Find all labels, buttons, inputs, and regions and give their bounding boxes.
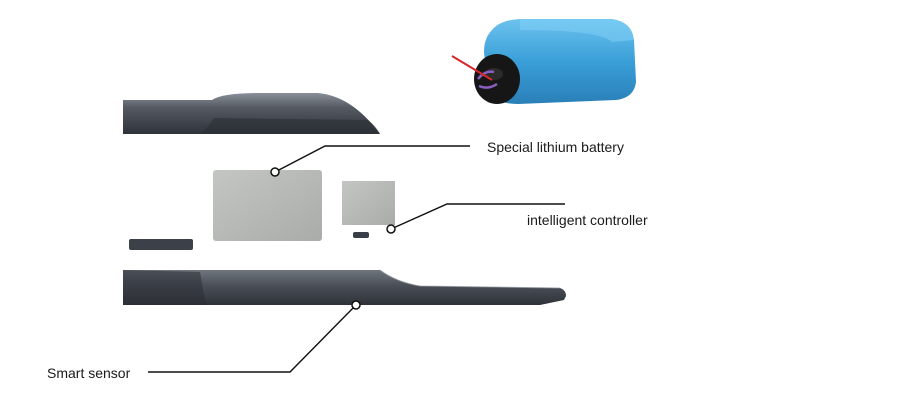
controller-module — [342, 181, 395, 238]
bottom-housing-base — [123, 269, 566, 305]
label-smart-sensor: Smart sensor — [47, 365, 131, 381]
label-intelligent-controller: intelligent controller — [527, 212, 648, 228]
callout-line-battery — [270, 145, 470, 177]
label-special-lithium-battery: Special lithium battery — [487, 139, 624, 155]
top-housing-shell — [123, 93, 380, 134]
callout-line-controller — [386, 203, 565, 234]
callout-line-sensor — [148, 300, 361, 373]
lithium-battery-pack-icon — [451, 19, 636, 104]
small-bracket-part — [129, 239, 193, 250]
battery-cell-plate — [213, 170, 322, 241]
